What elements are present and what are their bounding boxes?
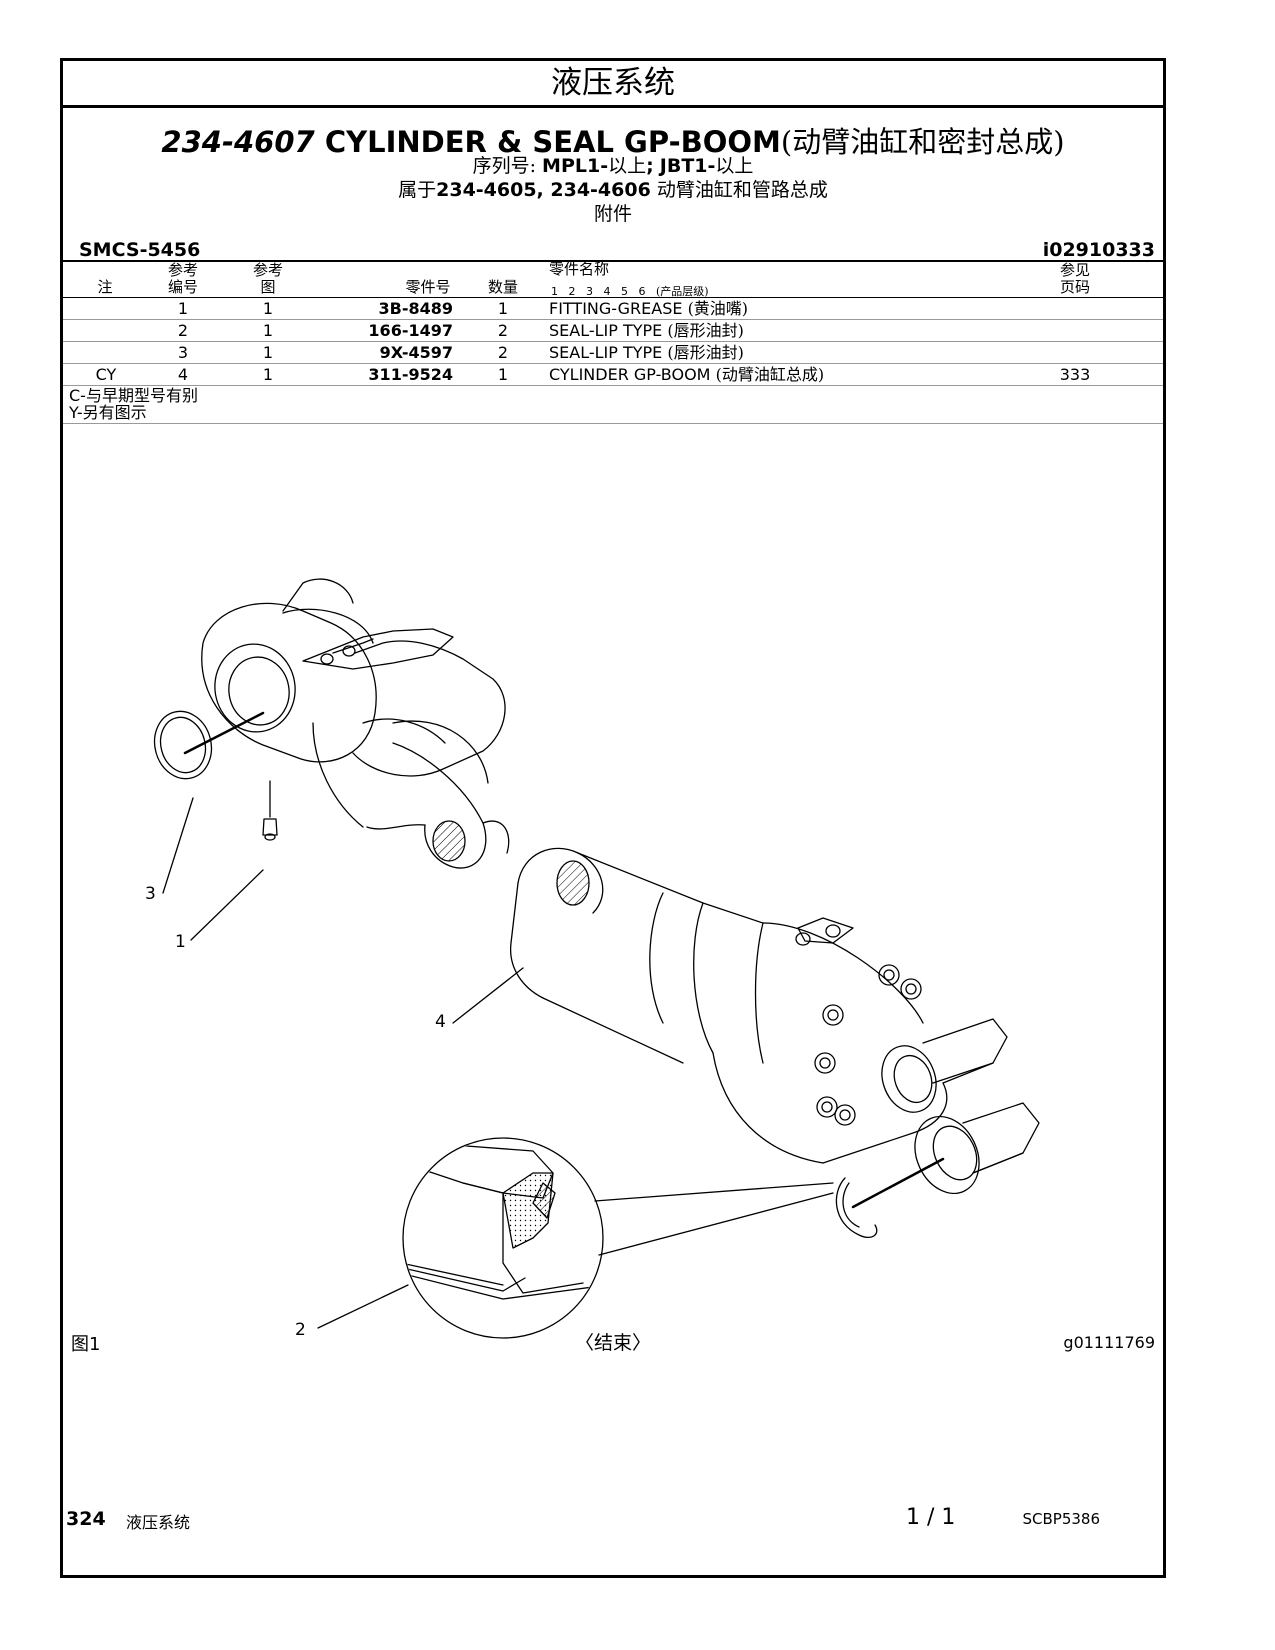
row-2-name-en: SEAL-LIP TYPE <box>549 321 663 340</box>
belongs-desc: 动臂油缸和管路总成 <box>656 179 828 201</box>
row-3-name: SEAL-LIP TYPE (唇形油封) <box>549 343 744 363</box>
row-3-name-en: SEAL-LIP TYPE <box>549 343 663 362</box>
col-note: 注 <box>97 278 113 296</box>
serial-label: 序列号: <box>472 155 536 177</box>
levels-numbers: 1 2 3 4 5 6 <box>551 285 646 298</box>
seal-detail-magnifier <box>402 1137 834 1339</box>
row-rule <box>63 341 1163 342</box>
row-2-name-cn: (唇形油封) <box>667 321 744 340</box>
figure-label: 图1 <box>71 1334 101 1355</box>
col-fig-bottom: 图 <box>260 278 276 296</box>
group-name: CYLINDER & SEAL GP-BOOM <box>324 125 781 159</box>
col-ref-bottom: 编号 <box>167 278 198 296</box>
footnote-c-text: 与早期型号有别 <box>85 386 198 405</box>
exploded-view-figure: 3 1 4 2 <box>145 578 1040 1340</box>
figure-end-marker: 〈结束〉 <box>574 1332 651 1354</box>
footnote-y-code: Y- <box>69 403 83 422</box>
row-rule <box>63 363 1163 364</box>
smcs-code: SMCS-5456 <box>79 239 201 261</box>
row-4-page[interactable]: 333 <box>1059 365 1091 384</box>
col-fig-top: 参考 <box>252 261 283 279</box>
row-4-name-en: CYLINDER GP-BOOM <box>549 365 711 384</box>
row-2-part: 166-1497 <box>368 321 453 340</box>
table-bottom-rule <box>63 423 1163 424</box>
col-levels: 1 2 3 4 5 6 (产品层级) <box>551 283 709 299</box>
col-qty: 数量 <box>487 278 518 296</box>
footer-page-number: 324 <box>66 1508 106 1530</box>
col-name: 零件名称 <box>549 260 610 278</box>
row-3-name-cn: (唇形油封) <box>667 343 744 362</box>
callout-4[interactable]: 4 <box>435 1012 446 1032</box>
row-3-ref: 3 <box>177 343 189 362</box>
row-1-ref: 1 <box>177 299 189 318</box>
row-rule <box>63 385 1163 386</box>
row-2-qty: 2 <box>497 321 509 340</box>
serial-prefix-2: JBT1- <box>659 155 716 177</box>
serial-line: 序列号: MPL1-以上; JBT1-以上 <box>63 151 1163 178</box>
belongs-line: 属于234-4605, 234-4606 动臂油缸和管路总成 <box>63 175 1163 202</box>
col-see-bottom: 页码 <box>1059 278 1090 296</box>
lip-seal-ring <box>835 1157 945 1239</box>
seal-3-ring <box>153 710 265 780</box>
group-part-number: 234-4607 <box>161 125 315 159</box>
row-4-qty: 1 <box>497 365 509 384</box>
section-title: 液压系统 <box>63 61 1163 108</box>
callout-leaders <box>162 797 524 1329</box>
row-2-name: SEAL-LIP TYPE (唇形油封) <box>549 321 744 341</box>
serial-suffix-2: 以上 <box>715 155 754 177</box>
row-1-name-cn: (黄油嘴) <box>687 299 749 318</box>
serial-prefix-1: MPL1- <box>542 155 609 177</box>
row-rule <box>63 319 1163 320</box>
row-3-part: 9X-4597 <box>379 343 453 362</box>
row-1-name: FITTING-GREASE (黄油嘴) <box>549 299 748 319</box>
table-top-rule <box>63 260 1163 262</box>
callout-1[interactable]: 1 <box>175 932 186 952</box>
row-4-ref: 4 <box>177 365 189 384</box>
col-see-top: 参见 <box>1059 261 1090 279</box>
footnote-c: C-与早期型号有别 <box>69 387 198 404</box>
footer-section: 液压系统 <box>126 1513 191 1532</box>
page-frame: 液压系统 234-4607 CYLINDER & SEAL GP-BOOM(动臂… <box>60 58 1166 1578</box>
attachment-label: 附件 <box>593 203 632 225</box>
footnote-c-code: C- <box>69 386 86 405</box>
footer-pagination: 1 / 1 <box>906 1505 956 1530</box>
row-2-fig: 1 <box>262 321 274 340</box>
row-4-fig: 1 <box>262 365 274 384</box>
footnote-y: Y-另有图示 <box>69 404 147 421</box>
footnote-y-text: 另有图示 <box>82 403 147 422</box>
illustration-id: i02910333 <box>1042 239 1155 261</box>
serial-separator: ; <box>646 155 654 177</box>
row-4-note: CY <box>95 365 117 384</box>
group-title: 234-4607 CYLINDER & SEAL GP-BOOM(动臂油缸和密封… <box>63 119 1163 161</box>
row-4-name: CYLINDER GP-BOOM (动臂油缸总成) <box>549 365 824 385</box>
grease-fitting <box>262 780 278 841</box>
row-1-fig: 1 <box>262 299 274 318</box>
row-2-ref: 2 <box>177 321 189 340</box>
header-rule <box>63 297 1163 298</box>
row-4-part: 311-9524 <box>368 365 453 384</box>
row-1-name-en: FITTING-GREASE <box>549 299 683 318</box>
row-1-part: 3B-8489 <box>378 299 454 318</box>
belongs-parts: 234-4605, 234-4606 <box>436 179 651 201</box>
row-3-fig: 1 <box>262 343 274 362</box>
row-4-name-cn: (动臂油缸总成) <box>715 365 825 384</box>
footer-doc-id: SCBP5386 <box>1022 1510 1100 1528</box>
serial-suffix-1: 以上 <box>608 155 647 177</box>
row-3-qty: 2 <box>497 343 509 362</box>
levels-note: (产品层级) <box>655 285 709 298</box>
col-ref-top: 参考 <box>167 261 198 279</box>
group-name-cn: (动臂油缸和密封总成) <box>780 125 1065 159</box>
callout-3[interactable]: 3 <box>145 884 156 904</box>
graphic-id: g01111769 <box>1063 1333 1155 1352</box>
row-1-qty: 1 <box>497 299 509 318</box>
rod-eye-assembly <box>201 578 510 869</box>
col-part-no: 零件号 <box>405 278 451 296</box>
callout-2[interactable]: 2 <box>295 1320 306 1340</box>
boom-cylinder <box>509 847 1040 1195</box>
belongs-prefix: 属于 <box>398 179 437 201</box>
